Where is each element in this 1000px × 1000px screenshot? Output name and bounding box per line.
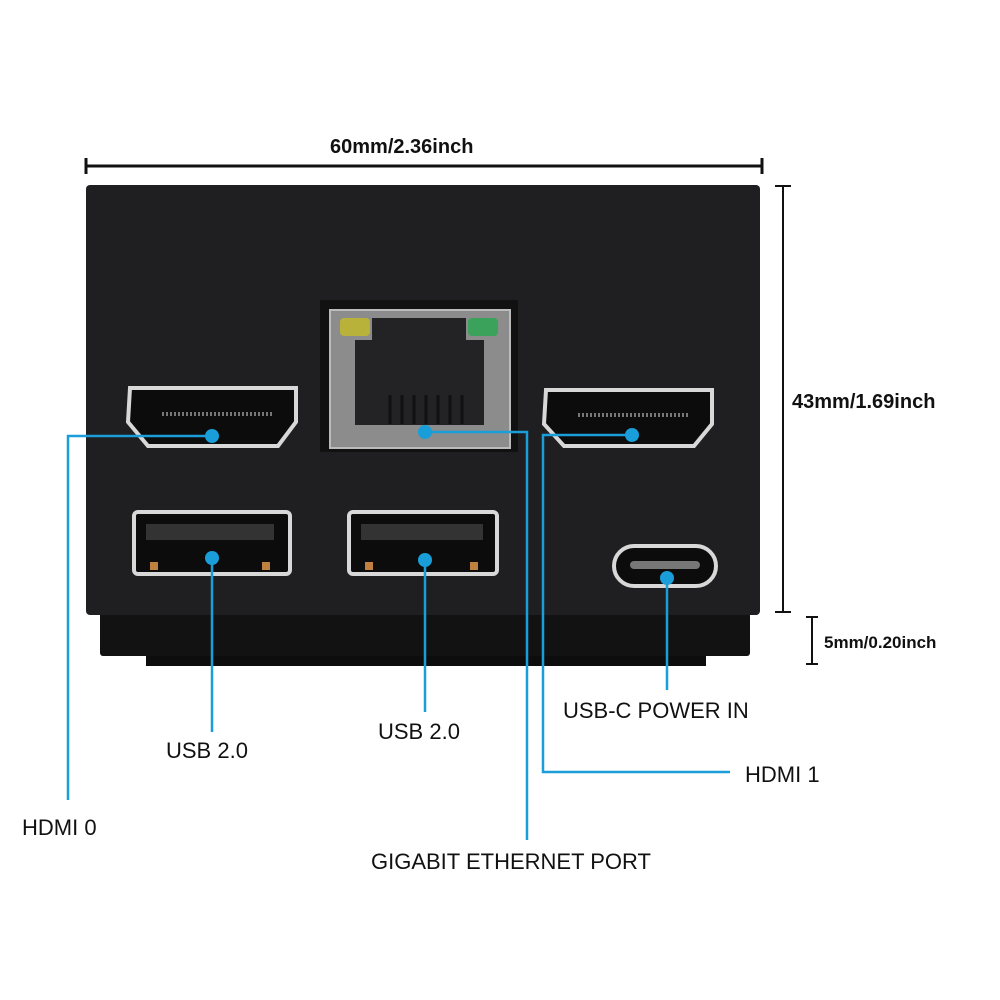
- width-dimension-line: [84, 158, 764, 174]
- ethernet-label: GIGABIT ETHERNET PORT: [371, 849, 651, 874]
- usb-c-power-label: USB-C POWER IN: [563, 698, 749, 723]
- ethernet-port: [320, 300, 518, 452]
- hdmi-1-port: [541, 388, 714, 448]
- base-height-label: 5mm/0.20inch: [824, 633, 937, 652]
- hdmi-0-port: [125, 386, 298, 448]
- height-dimension-line: [775, 185, 791, 613]
- callout-lines: [66, 430, 730, 840]
- callout-dots: [205, 425, 674, 585]
- usb-a-port-2: [347, 510, 499, 576]
- width-label: 60mm/2.36inch: [330, 136, 474, 158]
- hdmi-1-label: HDMI 1: [745, 762, 820, 787]
- usb-2-label-2: USB 2.0: [378, 719, 460, 744]
- hdmi-0-label: HDMI 0: [22, 815, 97, 840]
- usb-2-label-1: USB 2.0: [166, 738, 248, 763]
- usb-a-port-1: [132, 510, 292, 576]
- height-label: 43mm/1.69inch: [792, 391, 936, 413]
- base-dimension-line: [806, 616, 818, 665]
- usb-c-port: [612, 544, 718, 588]
